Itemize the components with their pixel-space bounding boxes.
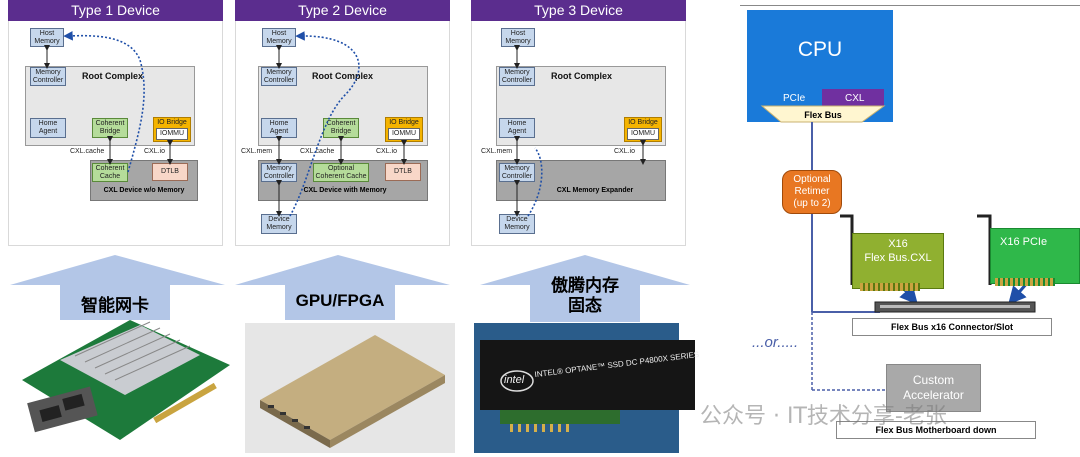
type2-device-label: CXL Device with Memory	[303, 187, 387, 194]
connector-label: Flex Bus x16 Connector/Slot	[852, 318, 1052, 336]
type2-title: Type 2 Device	[235, 0, 450, 21]
gpu-image	[245, 323, 455, 453]
optane-image	[474, 323, 695, 453]
card2-fingers	[995, 278, 1055, 286]
arrow-3-shape	[480, 255, 690, 322]
type1-coherent-cache: Coherent Cache	[92, 163, 128, 182]
type2-cxl-mem-label: CXL.mem	[241, 148, 273, 155]
type2-io-bridge-label: IO Bridge	[389, 119, 419, 126]
pcie-area	[762, 89, 822, 107]
arrow-2-label: GPU/FPGA	[295, 291, 385, 310]
type1-root-complex-label: Root Complex	[82, 71, 144, 81]
card1-flexbus-cxl	[852, 233, 944, 289]
or-label: ...or.....	[752, 334, 799, 351]
watermark: 公众号 · IT技术分享-老张	[700, 404, 947, 429]
type3-io-bridge-label: IO Bridge	[628, 119, 658, 126]
arrow-3-label: 傲腾内存 固态	[551, 276, 619, 316]
type2-device-memory: Device Memory	[261, 214, 297, 234]
type2-root-complex-label: Root Complex	[312, 71, 374, 81]
card2-label: X16 PCIe	[1000, 236, 1048, 248]
type2-optional-cache: Optional Coherent Cache	[313, 163, 369, 182]
type2-device-memory-controller: Memory Controller	[261, 163, 297, 182]
arrow-2-shape	[235, 255, 450, 320]
type3-cxl-mem-label: CXL.mem	[481, 148, 513, 155]
type1-title: Type 1 Device	[8, 0, 223, 21]
flex-bus-label: Flex Bus	[804, 110, 842, 120]
cpu-label: CPU	[797, 38, 843, 61]
arrow-1-label: 智能网卡	[81, 296, 149, 316]
type3-iommu: IOMMU	[627, 128, 659, 140]
type1-io-bridge: IO Bridge IOMMU	[153, 117, 191, 142]
type1-home-agent: Home Agent	[30, 118, 66, 138]
type2-cxl-io-label: CXL.io	[376, 148, 398, 155]
type3-title: Type 3 Device	[471, 0, 686, 21]
type3-device-label: CXL Memory Expander	[556, 187, 634, 194]
type2-dtlb: DTLB	[385, 163, 421, 181]
type3-cxl-io-label: CXL.io	[614, 148, 636, 155]
optane-intel-logo: intel	[504, 374, 525, 386]
type1-coherent-bridge: Coherent Bridge	[92, 118, 128, 138]
custom-accelerator: Custom Accelerator	[886, 364, 981, 412]
type2-cxl-cache-label: CXL.cache	[300, 148, 335, 155]
right-divider	[740, 5, 1080, 6]
type1-io-bridge-label: IO Bridge	[157, 119, 187, 126]
motherboard-label: Flex Bus Motherboard down	[836, 421, 1036, 439]
flex-bus-trapezoid	[760, 105, 886, 123]
type3-io-bridge: IO Bridge IOMMU	[624, 117, 662, 142]
type1-cxl-cache-label: CXL.cache	[70, 148, 105, 155]
retimer-box: Optional Retimer (up to 2)	[782, 170, 842, 214]
arrow-1-shape	[10, 255, 225, 320]
smartnic-image	[22, 320, 230, 440]
cxl-label: CXL	[845, 93, 865, 104]
card1-fingers	[860, 283, 920, 291]
type2-io-bridge: IO Bridge IOMMU	[385, 117, 423, 142]
type3-memory-controller: Memory Controller	[499, 67, 535, 86]
type1-cxl-io-label: CXL.io	[144, 148, 166, 155]
pcie-label: PCIe	[783, 93, 806, 104]
card1-label: X16 Flex Bus.CXL	[864, 238, 932, 264]
type2-iommu: IOMMU	[388, 128, 420, 140]
type1-device-label: CXL Device w/o Memory	[103, 187, 185, 194]
cxl-area	[822, 89, 884, 107]
type3-root-complex-label: Root Complex	[551, 71, 613, 81]
type1-iommu: IOMMU	[156, 128, 188, 140]
